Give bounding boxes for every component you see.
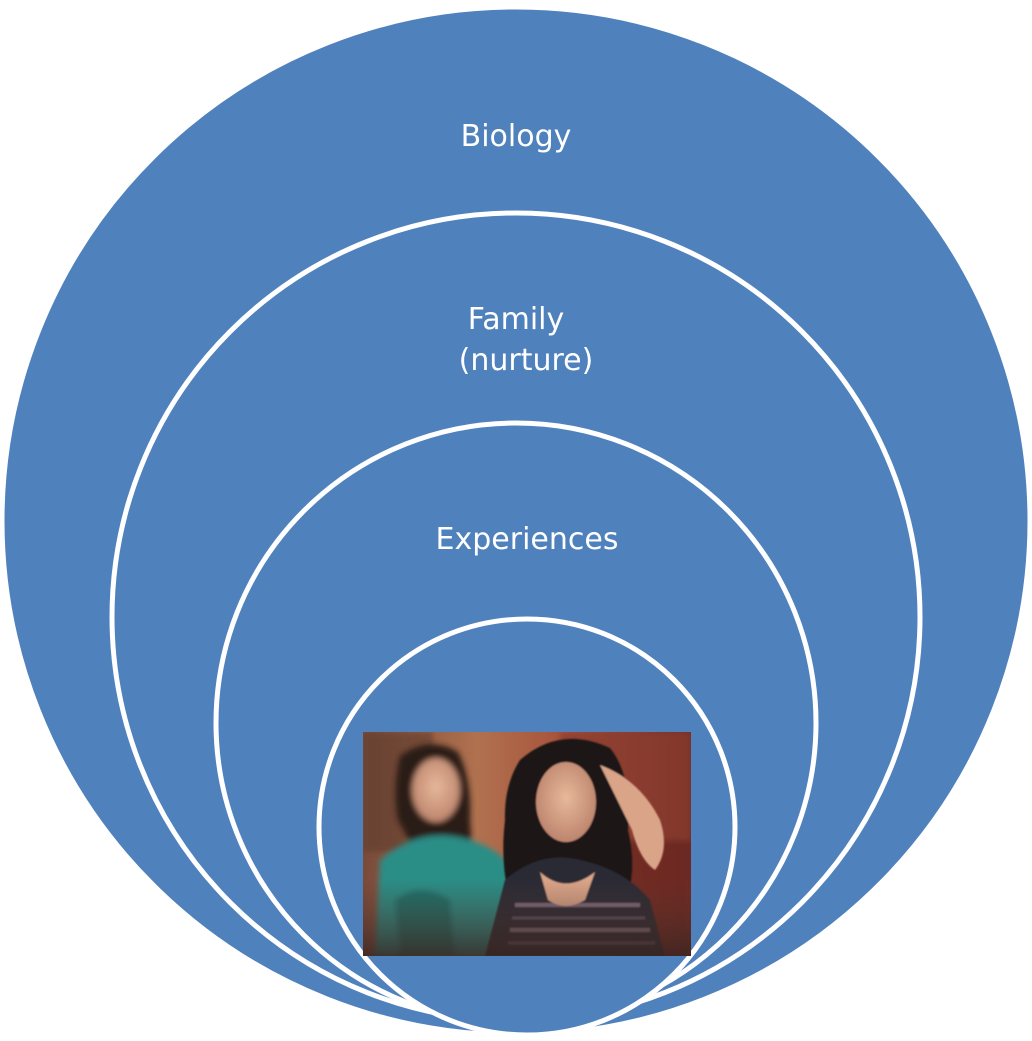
ring-biology-label: Biology (461, 119, 572, 154)
ring-family-label-line2: (nurture) (459, 343, 594, 378)
photo-mother-and-daughter (363, 732, 691, 956)
ring-family-label: Family (468, 302, 565, 337)
ring-experiences-label: Experiences (436, 522, 619, 557)
